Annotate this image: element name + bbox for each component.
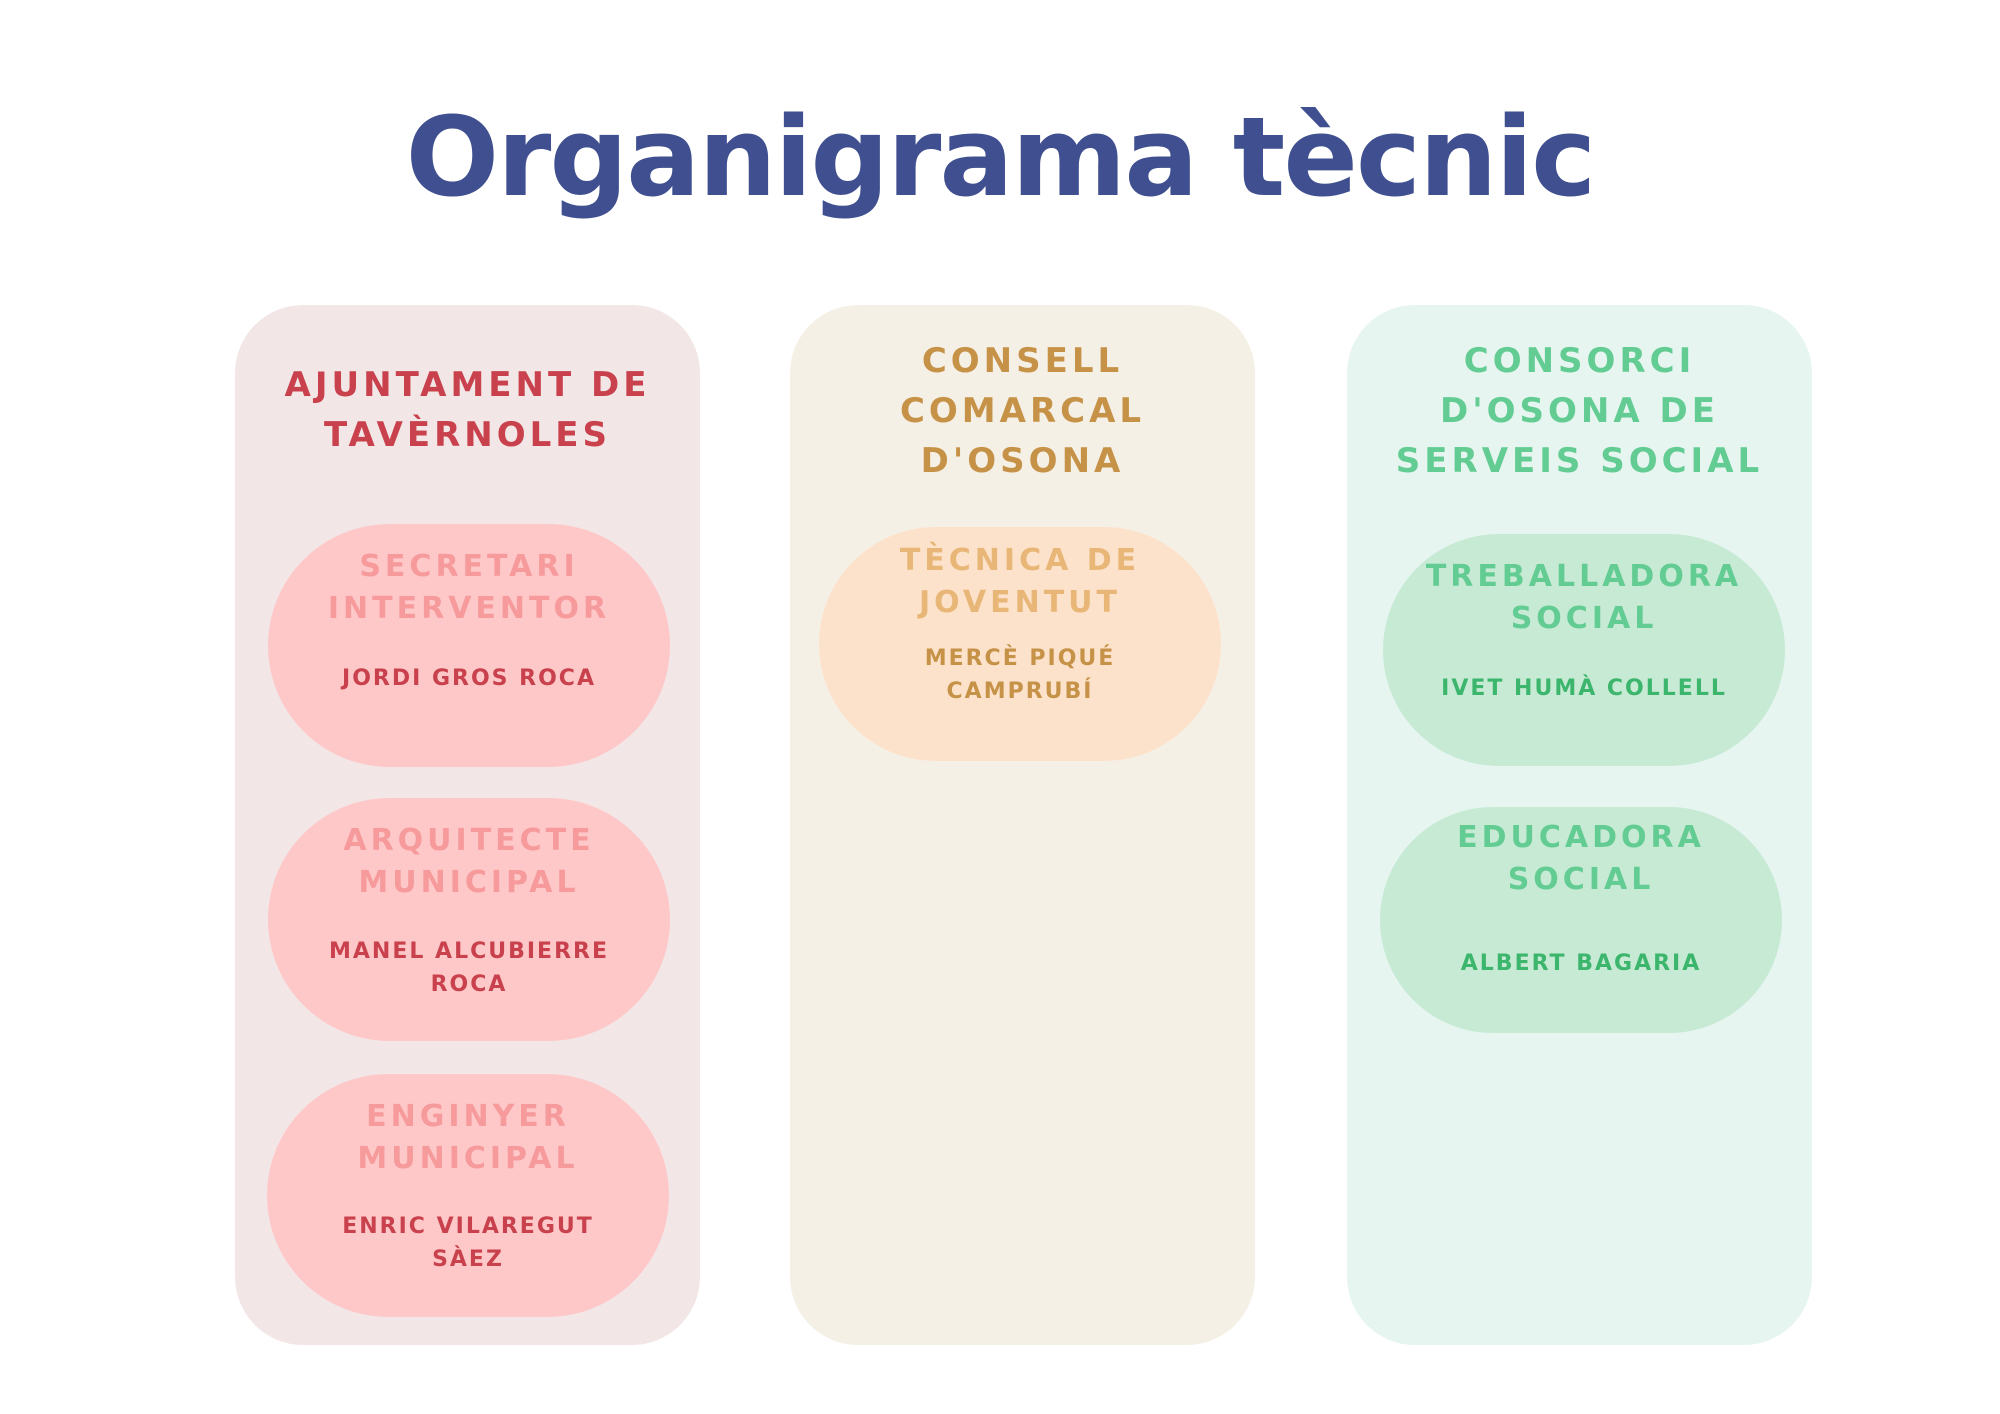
role-label: TREBALLADORA SOCIAL [1383,556,1785,640]
role-line: INTERVENTOR [327,591,611,626]
position-tecnica-joventut: TÈCNICA DE JOVENTUT MERCÈ PIQUÉ CAMPRUBÍ [819,527,1221,761]
role-label: SECRETARI INTERVENTOR [268,546,670,630]
role-line: SOCIAL [1510,601,1658,636]
person-name: IVET HUMÀ COLLELL [1383,672,1785,705]
column-title: AJUNTAMENT DE TAVÈRNOLES [235,360,700,460]
column-consell-comarcal: CONSELL COMARCAL D'OSONA TÈCNICA DE JOVE… [790,305,1255,1345]
position-secretari: SECRETARI INTERVENTOR JORDI GROS ROCA [268,524,670,767]
role-label: ENGINYER MUNICIPAL [267,1096,669,1180]
person-line: ROCA [430,972,508,997]
person-line: MANEL ALCUBIERRE [329,939,609,964]
role-line: EDUCADORA [1457,820,1705,855]
column-title-line: CONSELL [921,341,1124,381]
role-line: SECRETARI [359,549,579,584]
role-label: TÈCNICA DE JOVENTUT [819,540,1221,624]
person-line: SÀEZ [432,1247,504,1272]
column-title-line: SERVEIS SOCIAL [1395,441,1764,481]
person-line: ENRIC VILAREGUT [342,1214,594,1239]
role-line: TÈCNICA DE [899,543,1141,578]
column-consorci: CONSORCI D'OSONA DE SERVEIS SOCIAL TREBA… [1347,305,1812,1345]
column-title-line: COMARCAL [899,391,1146,431]
column-title-line: D'OSONA [920,441,1125,481]
column-title-line: D'OSONA DE [1440,391,1719,431]
position-educadora-social: EDUCADORA SOCIAL ALBERT BAGARIA [1380,807,1782,1033]
role-line: MUNICIPAL [358,865,580,900]
column-title-line: AJUNTAMENT DE [284,365,651,405]
person-name: ENRIC VILAREGUT SÀEZ [267,1210,669,1276]
person-name: ALBERT BAGARIA [1380,947,1782,980]
column-title: CONSORCI D'OSONA DE SERVEIS SOCIAL [1347,336,1812,486]
role-line: SOCIAL [1507,862,1655,897]
column-ajuntament: AJUNTAMENT DE TAVÈRNOLES SECRETARI INTER… [235,305,700,1345]
person-name: MERCÈ PIQUÉ CAMPRUBÍ [819,642,1221,708]
role-line: JOVENTUT [919,585,1121,620]
role-label: ARQUITECTE MUNICIPAL [268,820,670,904]
position-enginyer: ENGINYER MUNICIPAL ENRIC VILAREGUT SÀEZ [267,1074,669,1317]
column-title: CONSELL COMARCAL D'OSONA [790,336,1255,486]
role-line: ENGINYER [366,1099,570,1134]
person-name: MANEL ALCUBIERRE ROCA [268,935,670,1001]
person-line: ALBERT BAGARIA [1460,951,1702,976]
page-title: Organigrama tècnic [405,93,1597,221]
column-title-line: CONSORCI [1463,341,1696,381]
person-name: JORDI GROS ROCA [268,662,670,695]
role-line: TREBALLADORA [1425,559,1743,594]
person-line: CAMPRUBÍ [946,679,1094,704]
person-line: MERCÈ PIQUÉ [924,646,1116,671]
column-title-line: TAVÈRNOLES [323,415,611,455]
role-label: EDUCADORA SOCIAL [1380,817,1782,901]
person-line: JORDI GROS ROCA [342,666,596,691]
position-treballadora-social: TREBALLADORA SOCIAL IVET HUMÀ COLLELL [1383,534,1785,766]
position-arquitecte: ARQUITECTE MUNICIPAL MANEL ALCUBIERRE RO… [268,798,670,1041]
role-line: ARQUITECTE [343,823,595,858]
role-line: MUNICIPAL [357,1141,579,1176]
person-line: IVET HUMÀ COLLELL [1441,676,1727,701]
